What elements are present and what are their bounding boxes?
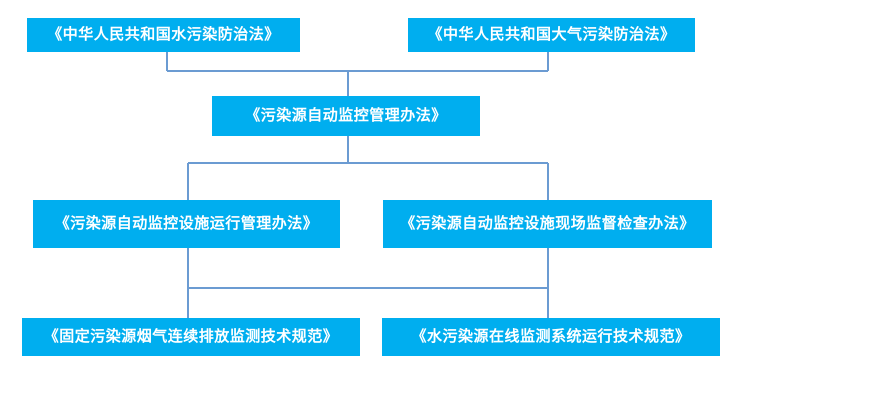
node-on-site-supervision-inspection-measures[interactable]: 《污染源自动监控设施现场监督检查办法》 (383, 200, 712, 248)
node-water-online-monitoring-technical-spec[interactable]: 《水污染源在线监测系统运行技术规范》 (382, 318, 720, 356)
node-facility-operation-management-measures[interactable]: 《污染源自动监控设施运行管理办法》 (33, 200, 340, 248)
node-water-pollution-prevention-law[interactable]: 《中华人民共和国水污染防治法》 (27, 18, 300, 52)
node-air-pollution-prevention-law[interactable]: 《中华人民共和国大气污染防治法》 (408, 18, 695, 52)
node-stationary-source-cems-technical-spec[interactable]: 《固定污染源烟气连续排放监测技术规范》 (22, 318, 360, 356)
node-automatic-monitoring-management-measures[interactable]: 《污染源自动监控管理办法》 (212, 96, 480, 136)
